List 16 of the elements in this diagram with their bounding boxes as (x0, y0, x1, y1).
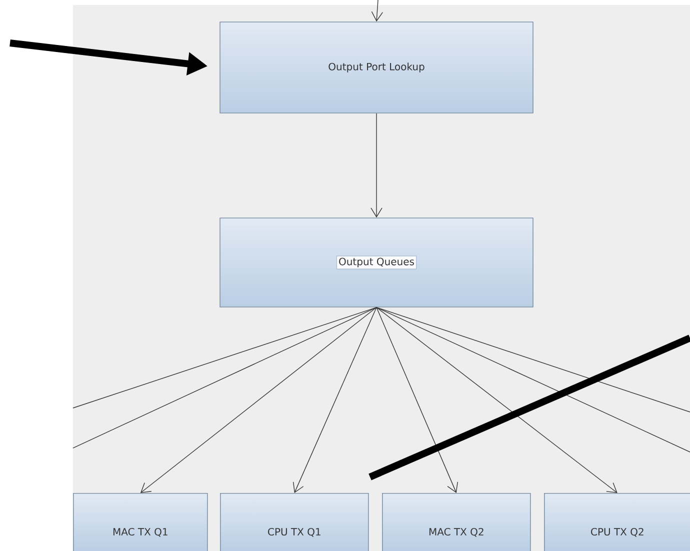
process-box: Output Queues (220, 218, 534, 308)
arrow (371, 0, 384, 22)
process-box: CPU TX Q1 (220, 493, 369, 551)
process-box: MAC TX Q2 (382, 493, 531, 551)
connector-line (72, 307, 377, 448)
arrow (376, 307, 618, 493)
arrow (376, 307, 458, 493)
arrow (292, 307, 377, 493)
arrow (370, 113, 382, 218)
process-box: Output Port Lookup (220, 22, 534, 114)
process-box: MAC TX Q1 (73, 493, 208, 551)
connector-line (376, 307, 690, 412)
connector-line (72, 307, 377, 408)
process-box: CPU TX Q2 (544, 493, 690, 551)
arrow (140, 307, 377, 493)
connector-line (376, 307, 690, 452)
